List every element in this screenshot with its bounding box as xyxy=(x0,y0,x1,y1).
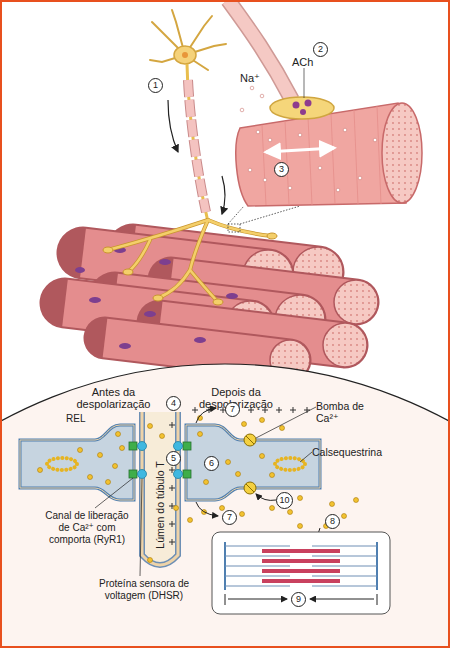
molecule-label: ACh xyxy=(292,56,313,68)
callout-number: 4 xyxy=(166,396,181,411)
part-label: Canal de liberação de Ca²⁺ com comporta … xyxy=(44,510,130,546)
callout-number: 3 xyxy=(274,162,289,177)
callout-number: 1 xyxy=(148,78,163,93)
callout-number: 9 xyxy=(291,592,306,607)
callout-number: 8 xyxy=(325,514,340,529)
part-label: Bomba de Ca²⁺ xyxy=(316,400,386,424)
zoom-view xyxy=(0,364,450,648)
part-label: Lúmen do túbulo T xyxy=(154,445,166,565)
fiber-inset xyxy=(228,0,422,206)
zoom-outline xyxy=(0,364,450,648)
muscle-bundle xyxy=(65,206,378,380)
callout-number: 7 xyxy=(225,402,240,417)
part-label: Proteína sensora de voltagem (DHSR) xyxy=(92,578,196,602)
state-label: Antes da despolarização xyxy=(66,386,161,410)
callout-number: 6 xyxy=(204,456,219,471)
callout-number: 2 xyxy=(313,42,328,57)
ion-label: Na⁺ xyxy=(240,72,260,84)
callout-number: 10 xyxy=(276,492,293,509)
part-label: REL xyxy=(66,413,85,425)
neuron xyxy=(150,10,226,222)
callout-number: 7 xyxy=(222,510,237,525)
part-label: Calsequestrina xyxy=(312,446,402,458)
callout-number: 5 xyxy=(166,451,181,466)
